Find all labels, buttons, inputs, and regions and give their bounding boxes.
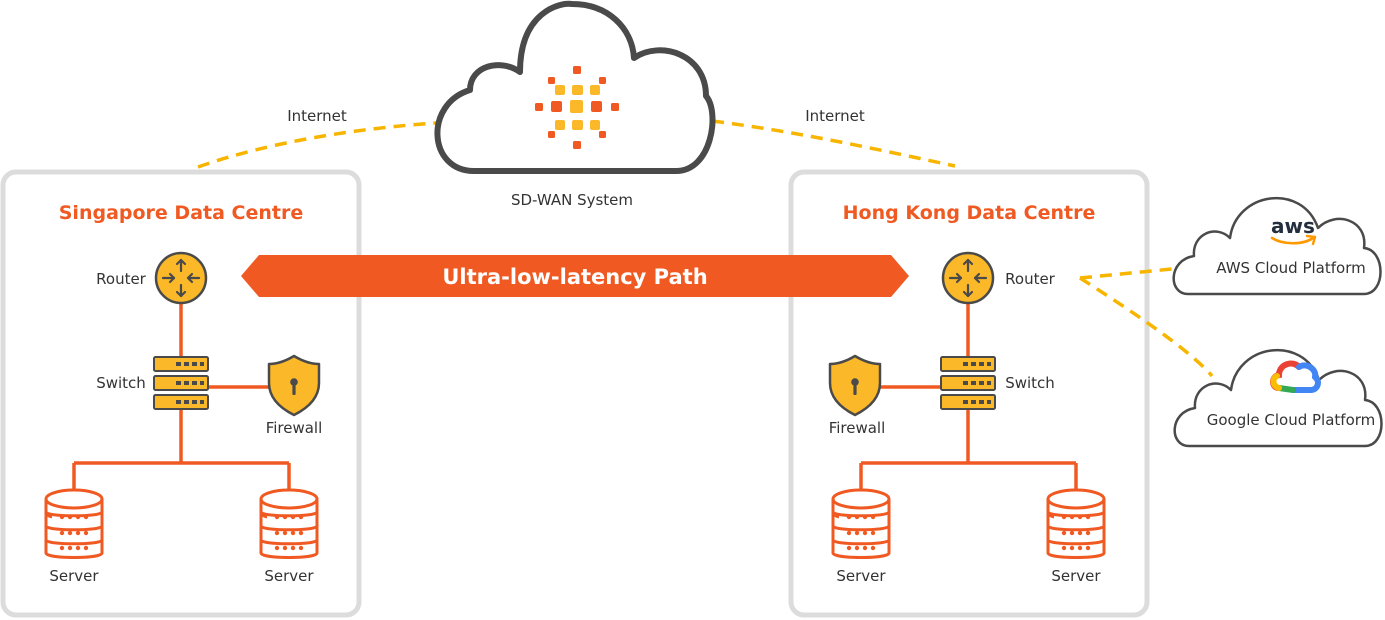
sdwan-logo-icon — [535, 66, 619, 149]
singapore-server-left-label: Server — [49, 567, 99, 585]
hongkong-datacentre: Hong Kong Data Centre Router Switch Fire… — [788, 169, 1150, 618]
singapore-title: Singapore Data Centre — [59, 202, 303, 224]
gcp-label: Google Cloud Platform — [1207, 411, 1376, 429]
hongkong-router-label: Router — [1005, 270, 1056, 288]
singapore-router-label: Router — [96, 270, 147, 288]
internet-label-left: Internet — [287, 107, 347, 125]
hongkong-switch-icon — [940, 356, 996, 410]
singapore-router-icon — [154, 251, 208, 305]
internet-label-right: Internet — [805, 107, 865, 125]
hongkong-title: Hong Kong Data Centre — [843, 202, 1096, 224]
ultra-low-latency-banner: Ultra-low-latency Path — [241, 255, 909, 297]
hongkong-firewall-icon — [828, 354, 882, 417]
singapore-switch-label: Switch — [96, 374, 146, 392]
sdwan-label: SD-WAN System — [511, 191, 633, 209]
aws-link — [1079, 266, 1183, 280]
aws-label: AWS Cloud Platform — [1216, 259, 1365, 277]
gcp-link — [1079, 276, 1214, 378]
singapore-server-right-label: Server — [264, 567, 314, 585]
singapore-switch-icon — [153, 356, 209, 410]
internet-link-right — [711, 119, 956, 168]
hongkong-server-left-icon — [831, 488, 891, 559]
hongkong-router-icon — [941, 251, 995, 305]
aws-arrow-icon — [1305, 234, 1317, 246]
hongkong-server-right-label: Server — [1051, 567, 1101, 585]
hongkong-firewall-label: Firewall — [829, 419, 886, 437]
singapore-links — [72, 303, 291, 490]
internet-link-left — [197, 121, 437, 169]
hongkong-server-left-label: Server — [836, 567, 886, 585]
singapore-firewall-icon — [267, 354, 321, 417]
singapore-server-left-icon — [44, 488, 104, 559]
hongkong-server-right-icon — [1046, 488, 1106, 559]
singapore-server-right-icon — [259, 488, 319, 559]
singapore-firewall-label: Firewall — [266, 419, 323, 437]
banner-label: Ultra-low-latency Path — [442, 265, 707, 289]
hongkong-links — [859, 303, 1078, 490]
aws-smile-icon — [1270, 236, 1315, 245]
aws-logo: aws — [1271, 214, 1315, 238]
aws-cloud — [1172, 196, 1382, 296]
hongkong-switch-label: Switch — [1005, 374, 1055, 392]
gcp-cloud — [1173, 348, 1383, 448]
google-cloud-logo-icon — [1270, 360, 1321, 393]
singapore-datacentre: Singapore Data Centre Router Switch Fire… — [0, 169, 362, 618]
